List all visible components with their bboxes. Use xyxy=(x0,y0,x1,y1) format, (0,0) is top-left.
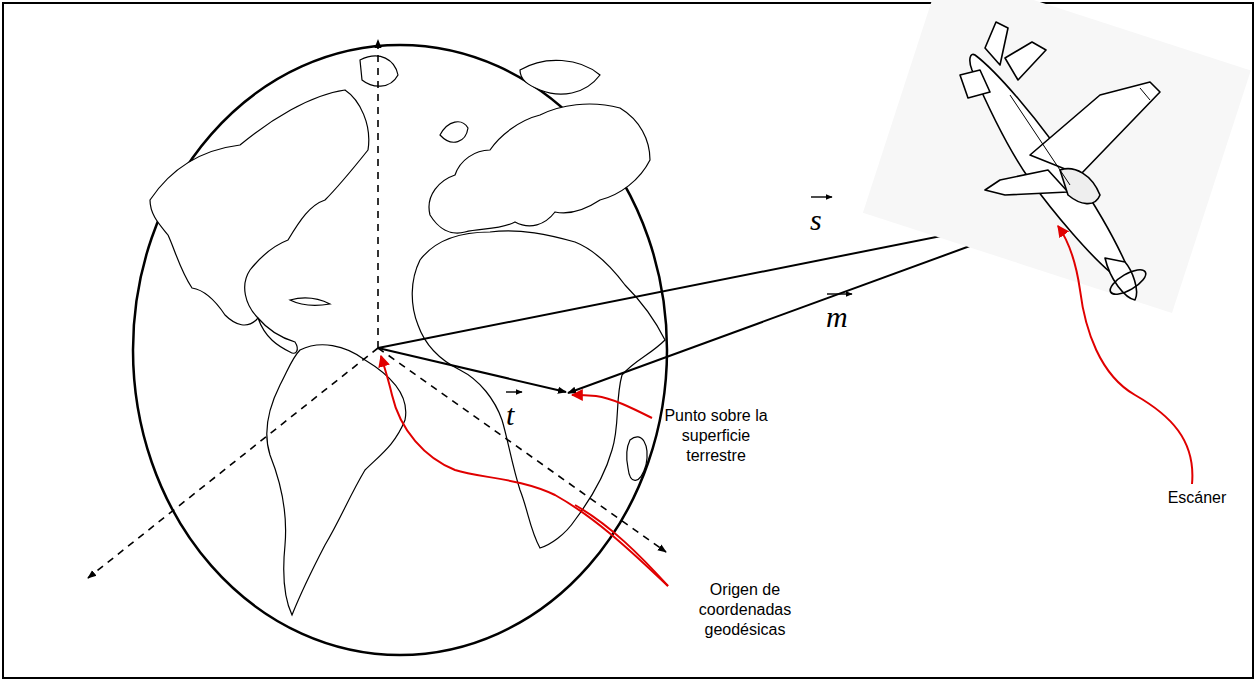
point-label: Punto sobre la superficie terrestre xyxy=(656,406,776,466)
leader-lines xyxy=(381,226,1192,586)
globe xyxy=(133,45,667,655)
vector-label: t xyxy=(506,400,514,430)
vector-label: s xyxy=(810,205,822,235)
airplane xyxy=(863,0,1251,313)
vector-accents xyxy=(506,197,852,392)
vector-label: m xyxy=(826,302,848,332)
coordinate-axes xyxy=(88,40,666,578)
component-label: Escáner xyxy=(1152,488,1242,508)
origin-label: Origen de coordenadas geodésicas xyxy=(670,580,820,640)
